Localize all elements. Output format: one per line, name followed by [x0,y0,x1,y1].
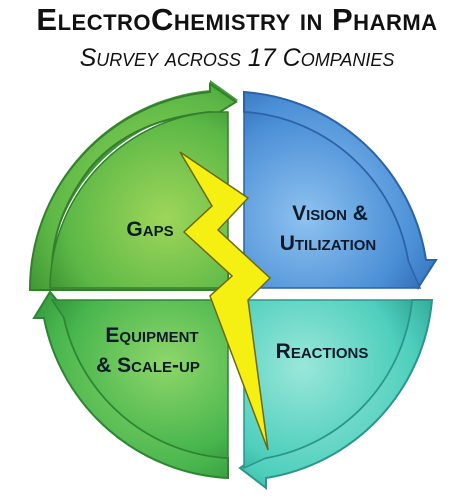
label-vision: Vision & [292,202,368,225]
quadrant-equipment [32,290,229,480]
lightning-bolt-icon [179,151,272,451]
label-utilization: Utilization [280,232,377,255]
label-reactions: Reactions [276,340,369,363]
quadrant-vision [243,90,438,290]
diagram-title: ElectroChemistry in Pharma [36,2,438,37]
label-equipment: Equipment [105,324,198,347]
label-gaps: Gaps [126,218,173,241]
diagram-subtitle: Survey across 17 Companies [79,44,395,72]
quadrant-reactions [238,299,434,491]
label-scale-up: & Scale-up [96,354,200,377]
